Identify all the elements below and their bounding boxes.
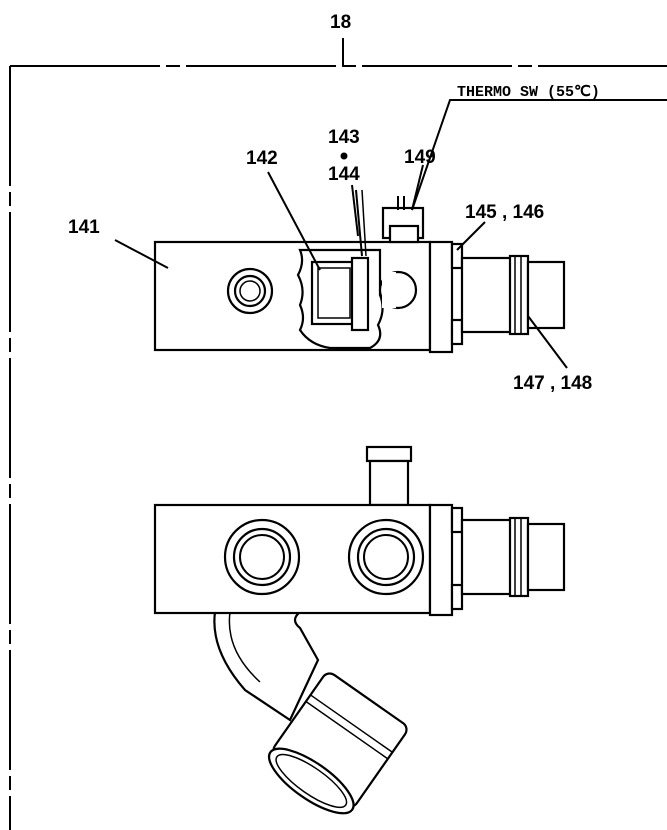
label-bullet [340,152,348,160]
bottom-view-housing [153,445,566,815]
label-142: 142 [246,148,278,169]
leader-thermo [411,99,667,211]
assembly-boundary [9,38,667,830]
leader-143-144 [351,184,359,237]
label-147-148: 147 , 148 [513,373,592,394]
label-18: 18 [330,12,351,33]
label-thermo-sw: THERMO SW (55℃) [457,84,600,101]
leader-lines [114,99,667,369]
leader-142 [267,171,321,271]
leader-141 [114,239,169,269]
leader-145 [456,221,486,251]
label-144: 144 [328,164,360,185]
top-view-housing [153,189,566,354]
label-145-146: 145 , 146 [465,202,544,223]
leader-147 [527,315,568,369]
label-141: 141 [68,217,100,238]
label-143: 143 [328,127,360,148]
label-149: 149 [404,147,436,168]
